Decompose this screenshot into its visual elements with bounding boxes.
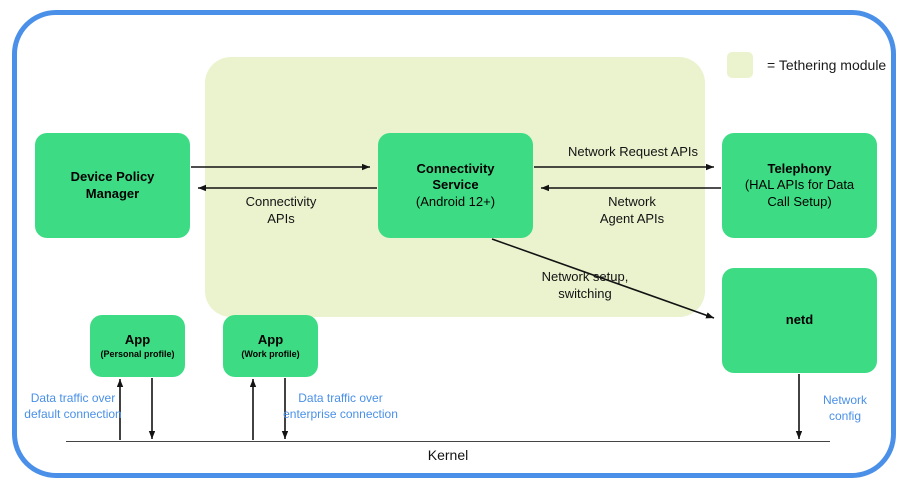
box-title: App — [124, 332, 151, 348]
legend-label: = Tethering module — [767, 57, 887, 73]
edge-label-network-setup-switching: Network setup, switching — [505, 269, 665, 303]
box-subtitle: (Android 12+) — [415, 193, 496, 209]
edge-label-line1: Connectivity — [245, 194, 317, 209]
box-device-policy-manager[interactable]: Device Policy Manager — [35, 133, 190, 238]
annotation-line2: default connection — [24, 407, 122, 422]
box-title: App — [257, 332, 284, 348]
edge-label-network-request-apis: Network Request APIs — [567, 144, 699, 159]
annotation-line1: Data traffic over — [30, 391, 116, 405]
annotation-network-config: Network config — [805, 392, 885, 424]
box-netd[interactable]: netd — [722, 268, 877, 373]
edge-label-connectivity-apis: Connectivity APIs — [211, 194, 351, 228]
box-subtitle: (Work profile) — [241, 348, 300, 359]
annotation-line2: config — [828, 409, 862, 424]
kernel-divider — [66, 441, 830, 442]
legend: = Tethering module — [727, 52, 886, 78]
annotation-line1: Network — [822, 393, 867, 407]
edge-label-line2: Agent APIs — [599, 210, 665, 226]
box-title: Connectivity — [416, 161, 495, 177]
tethering-module-swatch — [727, 52, 753, 78]
annotation-enterprise-connection: Data traffic over enterprise connection — [283, 390, 398, 422]
box-app-work-profile[interactable]: App (Work profile) — [223, 315, 318, 377]
edge-label-line2: switching — [558, 285, 612, 301]
edge-label-network-agent-apis: Network Agent APIs — [567, 194, 697, 228]
box-subtitle: (Personal profile) — [100, 348, 175, 359]
box-title: netd — [785, 312, 814, 328]
annotation-line1: Data traffic over — [298, 391, 383, 405]
edge-label-line2: APIs — [267, 210, 295, 226]
box-connectivity-service[interactable]: Connectivity Service (Android 12+) — [378, 133, 533, 238]
box-title-line2: Manager — [85, 185, 140, 201]
edge-label-line1: Network setup, — [541, 269, 629, 284]
outer-device-frame — [12, 10, 896, 478]
box-title-line2: Service — [432, 177, 479, 193]
box-app-personal-profile[interactable]: App (Personal profile) — [90, 315, 185, 377]
kernel-label: Kernel — [427, 447, 469, 463]
annotation-default-connection: Data traffic over default connection — [18, 390, 128, 422]
annotation-line2: enterprise connection — [283, 407, 398, 422]
box-subtitle-line2: Call Setup) — [767, 193, 832, 209]
edge-label-line1: Network — [608, 194, 656, 209]
box-title: Device Policy — [70, 169, 155, 185]
box-title: Telephony — [767, 161, 832, 177]
box-subtitle: (HAL APIs for Data — [744, 177, 855, 193]
box-telephony[interactable]: Telephony (HAL APIs for Data Call Setup) — [722, 133, 877, 238]
